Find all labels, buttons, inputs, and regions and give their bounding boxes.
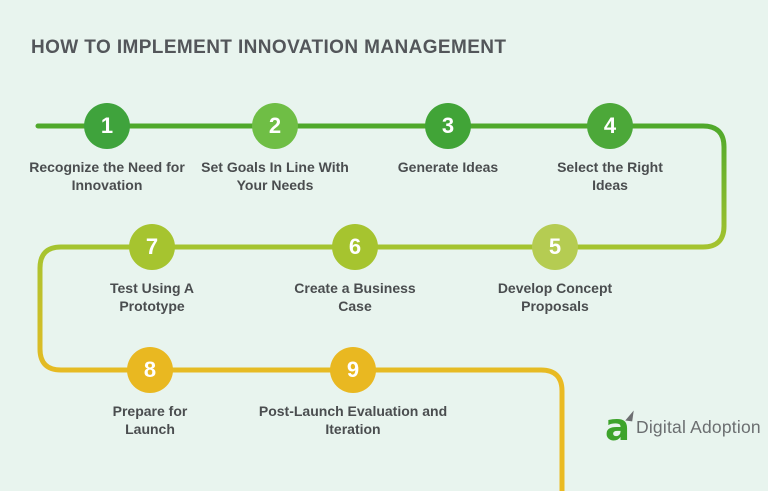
step-4: 4 Select the Right Ideas [545, 103, 675, 195]
step-9-circle: 9 [330, 347, 376, 393]
step-8-circle: 8 [127, 347, 173, 393]
step-6: 6 Create a Business Case [280, 224, 430, 316]
page-title: HOW TO IMPLEMENT INNOVATION MANAGEMENT [31, 37, 507, 58]
logo-text: Digital Adoption [636, 416, 761, 437]
step-4-circle: 4 [587, 103, 633, 149]
logo-a-icon: a [605, 406, 634, 449]
step-6-circle: 6 [332, 224, 378, 270]
step-5-label: Develop Concept Proposals [497, 280, 613, 315]
step-8: 8 Prepare for Launch [100, 347, 200, 439]
step-1-circle: 1 [84, 103, 130, 149]
step-5-circle: 5 [532, 224, 578, 270]
step-4-label: Select the Right Ideas [557, 159, 663, 194]
step-2-circle: 2 [252, 103, 298, 149]
logo-a-glyph: a [605, 406, 630, 449]
step-2: 2 Set Goals In Line With Your Needs [200, 103, 350, 195]
logo-leaf-icon [625, 409, 634, 422]
step-1-label: Recognize the Need for Innovation [29, 159, 185, 194]
step-9: 9 Post-Launch Evaluation and Iteration [258, 347, 448, 439]
step-3-label: Generate Ideas [397, 159, 499, 175]
flow-path [35, 123, 727, 491]
step-5: 5 Develop Concept Proposals [480, 224, 630, 316]
step-8-label: Prepare for Launch [112, 403, 188, 438]
step-3-circle: 3 [425, 103, 471, 149]
step-6-label: Create a Business Case [294, 280, 416, 315]
step-3: 3 Generate Ideas [368, 103, 528, 176]
digital-adoption-logo: a Digital Adoption [605, 406, 761, 449]
step-1: 1 Recognize the Need for Innovation [26, 103, 188, 195]
step-9-label: Post-Launch Evaluation and Iteration [258, 403, 448, 438]
step-2-label: Set Goals In Line With Your Needs [201, 159, 349, 194]
step-7-circle: 7 [129, 224, 175, 270]
step-7-label: Test Using A Prototype [109, 280, 194, 315]
step-7: 7 Test Using A Prototype [97, 224, 207, 316]
